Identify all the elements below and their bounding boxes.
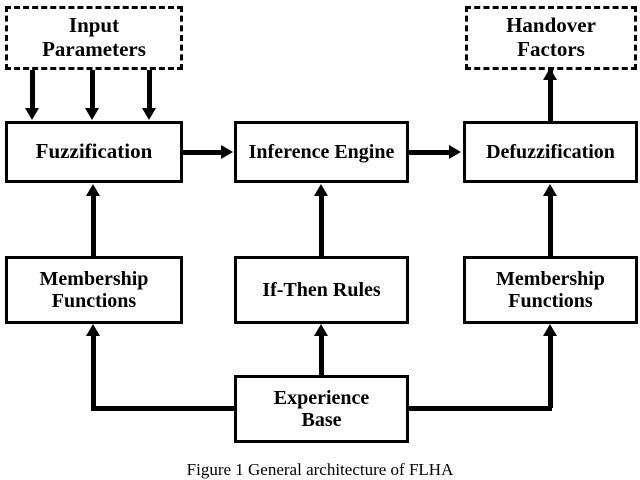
edge-fuzzification-to-inference-stem (183, 150, 223, 155)
edge-defuzz-to-handover-stem (548, 70, 553, 122)
edge-membership-right-to-defuzzification-head (543, 184, 557, 196)
edge-input-to-fuzzification-3-head (142, 108, 156, 120)
edge-fuzzification-to-inference-head (221, 145, 233, 159)
node-membership-functions-left[interactable]: Membership Functions (5, 256, 183, 324)
node-defuzzification-label: Defuzzification (486, 140, 615, 163)
node-inference-engine[interactable]: Inference Engine (234, 121, 409, 183)
edge-input-to-fuzzification-2-head (85, 108, 99, 120)
node-if-then-rules[interactable]: If-Then Rules (234, 256, 409, 324)
node-membership-functions-right[interactable]: Membership Functions (463, 256, 638, 324)
edge-input-to-fuzzification-1-head (25, 108, 39, 120)
node-fuzzification[interactable]: Fuzzification (5, 121, 183, 183)
edge-experience-to-rules-head (314, 324, 328, 336)
edge-experience-to-membership-right-horizontal (407, 406, 552, 411)
edge-rules-to-inference-stem (319, 196, 324, 256)
edge-defuzz-to-handover-head (543, 68, 557, 80)
node-defuzzification[interactable]: Defuzzification (463, 121, 638, 183)
edge-experience-to-membership-right-vertical (548, 336, 553, 408)
edge-membership-left-to-fuzzification-stem (91, 196, 96, 256)
node-handover-factors[interactable]: Handover Factors (465, 6, 637, 70)
edge-inference-to-defuzzification-head (449, 145, 461, 159)
edge-experience-to-membership-left-head (86, 324, 100, 336)
edge-experience-to-membership-left-horizontal (91, 406, 236, 411)
edge-experience-to-membership-left-vertical (91, 336, 96, 408)
edge-rules-to-inference-head (314, 184, 328, 196)
edge-membership-left-to-fuzzification-head (86, 184, 100, 196)
node-handover-factors-label: Handover Factors (506, 13, 596, 61)
node-membership-functions-right-label: Membership Functions (496, 267, 605, 312)
node-input-parameters[interactable]: Input Parameters (5, 6, 183, 70)
edge-inference-to-defuzzification-stem (409, 150, 451, 155)
edge-experience-to-membership-right-head (543, 324, 557, 336)
edge-membership-right-to-defuzzification-stem (548, 196, 553, 256)
node-experience-base[interactable]: Experience Base (234, 375, 409, 443)
node-inference-engine-label: Inference Engine (248, 140, 395, 163)
edge-input-to-fuzzification-2-stem (90, 70, 95, 110)
node-input-parameters-label: Input Parameters (42, 13, 146, 61)
figure-caption: Figure 1 General architecture of FLHA (186, 460, 454, 479)
edge-experience-to-rules-stem (319, 336, 324, 376)
edge-input-to-fuzzification-3-stem (147, 70, 152, 110)
node-fuzzification-label: Fuzzification (35, 139, 153, 164)
node-membership-functions-left-label: Membership Functions (39, 267, 149, 312)
node-if-then-rules-label: If-Then Rules (262, 278, 381, 301)
edge-input-to-fuzzification-1-stem (30, 70, 35, 110)
node-experience-base-label: Experience Base (273, 386, 370, 431)
